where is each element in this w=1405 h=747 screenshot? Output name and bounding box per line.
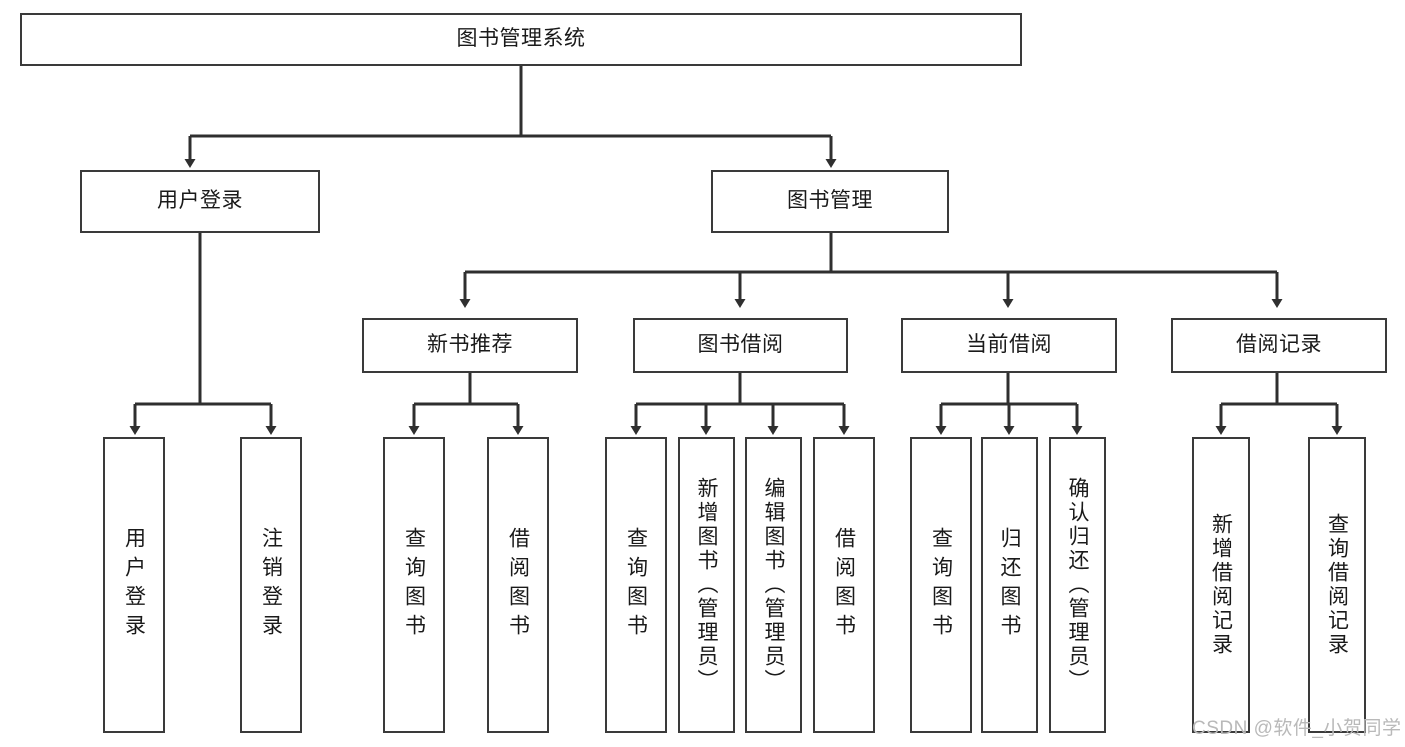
node-leaf-borrow-book-1[interactable]: 借阅图书: [487, 437, 549, 733]
node-leaf-query-record-label: 查询借阅记录: [1325, 513, 1349, 657]
node-leaf-add-book[interactable]: 新增图书（管理员）: [678, 437, 735, 733]
node-book-borrow-label: 图书借阅: [697, 333, 784, 357]
node-borrow-record-label: 借阅记录: [1236, 333, 1322, 357]
node-leaf-edit-book[interactable]: 编辑图书（管理员）: [745, 437, 802, 733]
node-leaf-confirm-return-label: 确认归还（管理员）: [1066, 477, 1089, 693]
node-leaf-query-record[interactable]: 查询借阅记录: [1308, 437, 1366, 733]
node-user-login[interactable]: 用户登录: [80, 170, 320, 233]
node-leaf-edit-book-label: 编辑图书（管理员）: [762, 477, 785, 693]
node-root[interactable]: 图书管理系统: [20, 13, 1022, 66]
node-user-login-label: 用户登录: [157, 189, 243, 213]
node-leaf-confirm-return[interactable]: 确认归还（管理员）: [1049, 437, 1106, 733]
node-book-manage-label: 图书管理: [787, 189, 873, 213]
node-leaf-query-book-3-label: 查询图书: [929, 527, 953, 643]
node-leaf-query-book-2[interactable]: 查询图书: [605, 437, 667, 733]
node-leaf-add-record-label: 新增借阅记录: [1209, 513, 1233, 657]
node-leaf-query-book-3[interactable]: 查询图书: [910, 437, 972, 733]
node-new-book-rec[interactable]: 新书推荐: [362, 318, 578, 373]
node-leaf-add-record[interactable]: 新增借阅记录: [1192, 437, 1250, 733]
node-leaf-borrow-book-2[interactable]: 借阅图书: [813, 437, 875, 733]
node-leaf-borrow-book-2-label: 借阅图书: [832, 527, 856, 643]
node-book-manage[interactable]: 图书管理: [711, 170, 949, 233]
node-leaf-add-book-label: 新增图书（管理员）: [695, 477, 718, 693]
node-current-borrow[interactable]: 当前借阅: [901, 318, 1117, 373]
node-leaf-return-book[interactable]: 归还图书: [981, 437, 1038, 733]
node-leaf-query-book-1[interactable]: 查询图书: [383, 437, 445, 733]
node-leaf-query-book-2-label: 查询图书: [624, 527, 648, 643]
node-leaf-logout-login[interactable]: 注销登录: [240, 437, 302, 733]
node-leaf-borrow-book-1-label: 借阅图书: [506, 527, 530, 643]
node-leaf-user-login[interactable]: 用户登录: [103, 437, 165, 733]
node-root-label: 图书管理系统: [456, 27, 586, 51]
node-leaf-return-book-label: 归还图书: [998, 527, 1021, 643]
csdn-watermark: CSDN @软件_小贺同学: [1192, 718, 1402, 739]
node-current-borrow-label: 当前借阅: [966, 333, 1052, 357]
node-new-book-rec-label: 新书推荐: [427, 333, 513, 357]
node-leaf-user-login-label: 用户登录: [122, 527, 146, 643]
node-leaf-logout-login-label: 注销登录: [259, 527, 283, 643]
node-leaf-query-book-1-label: 查询图书: [402, 527, 426, 643]
node-book-borrow[interactable]: 图书借阅: [633, 318, 848, 373]
node-borrow-record[interactable]: 借阅记录: [1171, 318, 1387, 373]
